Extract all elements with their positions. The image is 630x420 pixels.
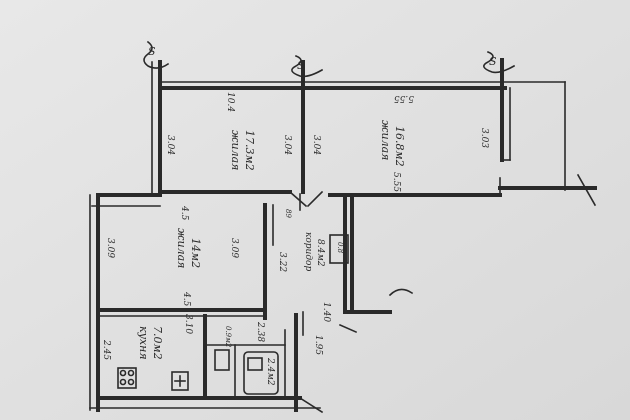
labels: жилая 17.3м2 10.4 3.04 3.04 жилая 16.8м2…: [101, 92, 489, 386]
hall-dim-b: 1.95: [313, 335, 323, 355]
living-right-dim-top: 5.55: [394, 93, 414, 103]
toilet: [214, 349, 230, 371]
bath-area: 2.4м2: [265, 357, 275, 386]
kitchen-dim-left: 2.45: [101, 339, 111, 360]
hall-dim-a: 1.40: [321, 302, 331, 322]
break-mark-3: S: [489, 55, 497, 68]
break-mark-1: S: [148, 45, 156, 58]
living-mid-label: жилая: [175, 228, 188, 268]
kitchen-dim-top: 3.10: [183, 314, 193, 334]
living-right-dim-left: 3.04: [311, 135, 321, 155]
closet-area: 0.8: [336, 242, 344, 254]
living-top-dim-top: 10.4: [225, 92, 235, 112]
living-mid-area: 14м2: [189, 238, 202, 268]
corridor-dim-a: 3.22: [277, 252, 287, 272]
living-right-dim-right: 3.03: [479, 128, 489, 148]
living-mid-dim-top: 4.5: [179, 205, 189, 221]
living-mid-dim-left: 3.09: [105, 238, 115, 258]
living-top-label: жилая: [229, 130, 242, 170]
closet-box: [329, 234, 349, 264]
living-right-area: 16.8м2: [393, 126, 406, 167]
living-mid-dim-right: 3.09: [229, 238, 239, 258]
bathtub: [243, 351, 279, 395]
kitchen-label: кухня: [137, 326, 150, 360]
bath-dim: 2.38: [255, 321, 265, 342]
corridor-dim-b: 89: [284, 209, 292, 218]
living-top-area: 17.3м2: [243, 130, 256, 171]
living-right-label: жилая: [379, 120, 392, 160]
corridor-area: 8.4м2: [315, 239, 325, 267]
washbasin: [247, 357, 263, 371]
wc-area: 0.9м2: [224, 326, 232, 348]
stove: [117, 367, 137, 389]
living-top-dim-left: 3.04: [165, 135, 175, 155]
fixtures: [117, 234, 349, 395]
living-right-dim-bottom: 5.55: [391, 172, 401, 192]
kitchen-area: 7.0м2: [151, 326, 164, 360]
living-mid-dim-bottom: 4.5: [181, 291, 191, 307]
corridor-label: коридор: [303, 232, 313, 271]
sink-cabinet: [171, 371, 189, 391]
walls: [89, 58, 597, 414]
living-top-dim-right: 3.04: [282, 135, 292, 155]
